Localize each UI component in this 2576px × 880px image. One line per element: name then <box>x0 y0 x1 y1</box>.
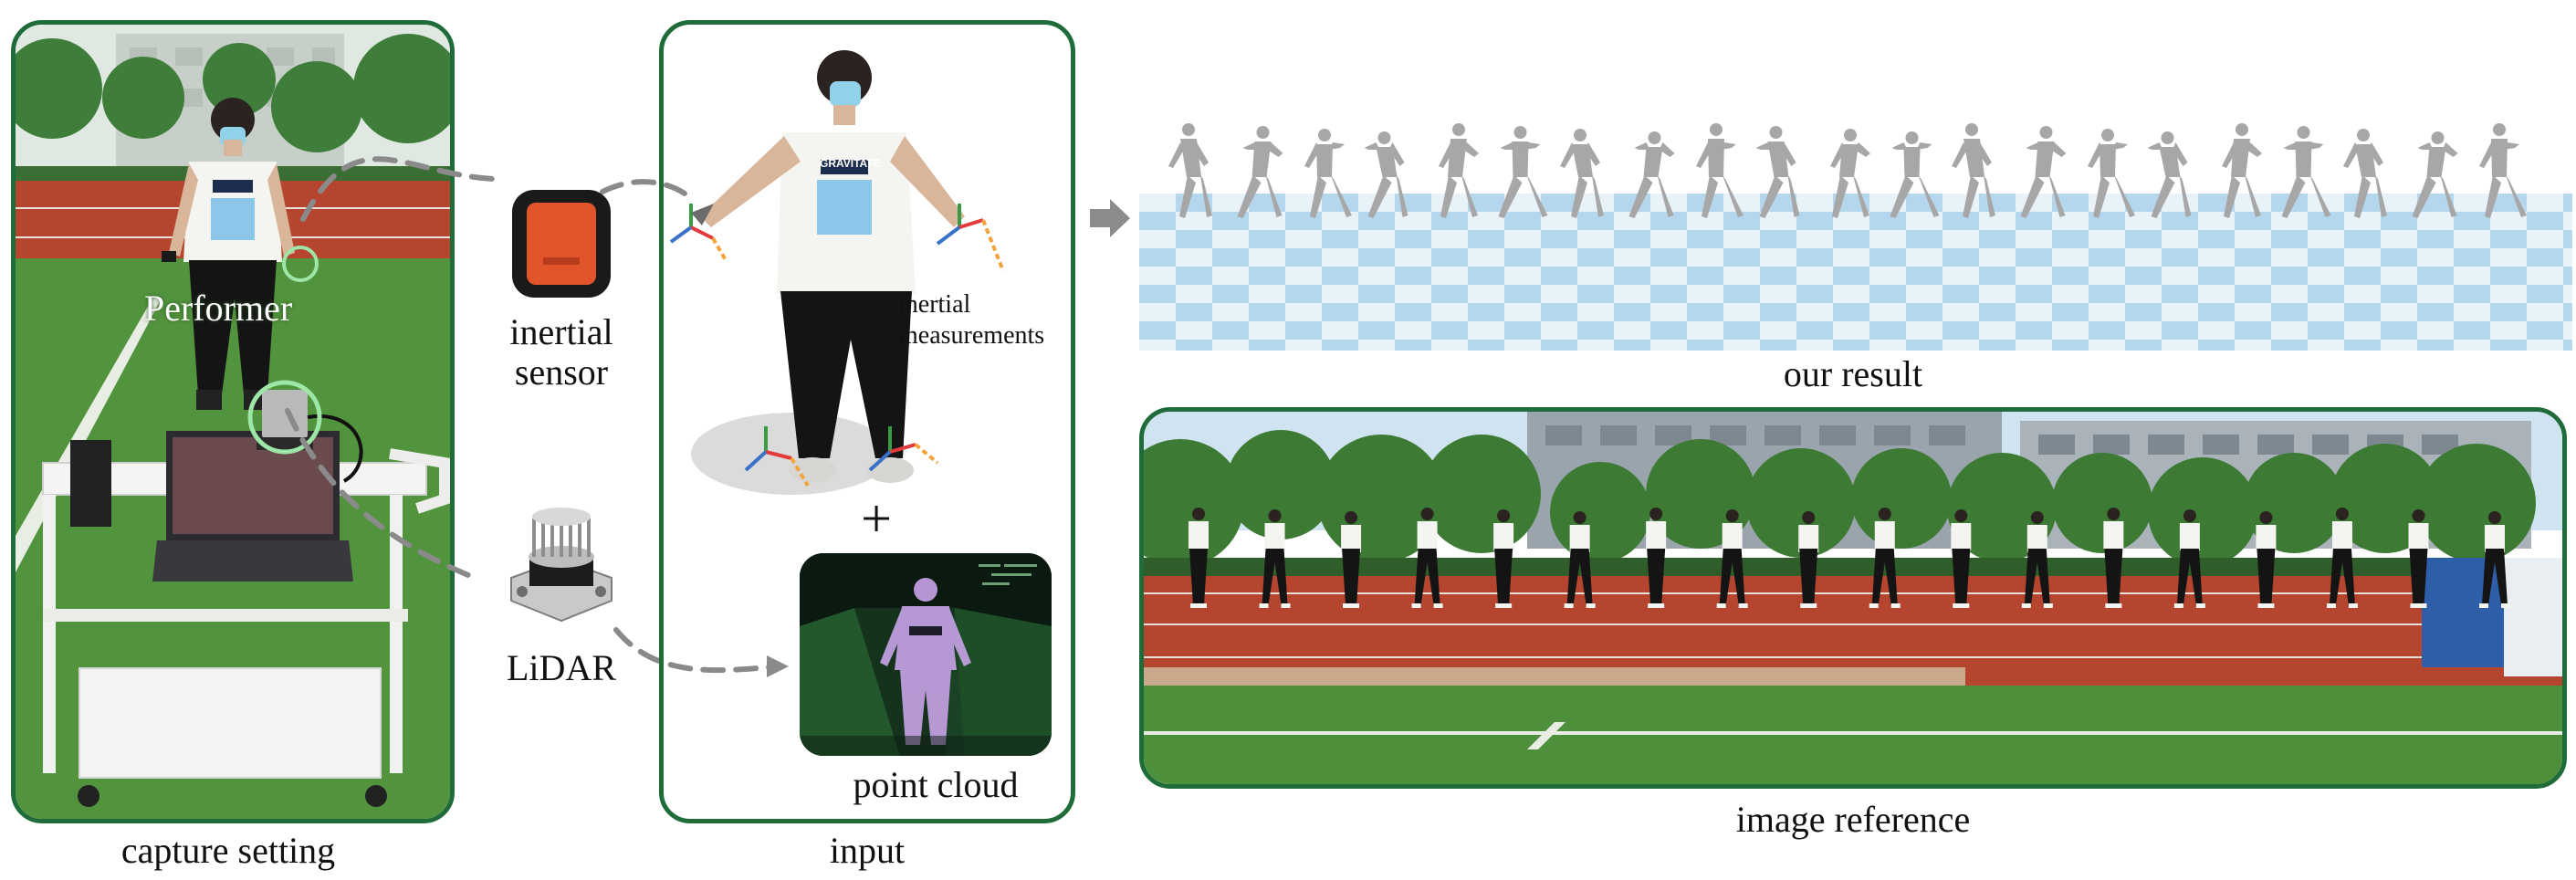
sensor-to-input-line <box>600 179 696 204</box>
reference-person <box>2256 511 2277 608</box>
reference-person <box>2173 509 2205 608</box>
reference-person <box>2103 508 2124 608</box>
reference-person <box>2479 511 2510 608</box>
result-mesh-figure <box>2088 129 2135 218</box>
inertial-measurements-label-line1: inertial <box>898 290 971 319</box>
result-mesh-figure <box>2412 131 2458 218</box>
imu-axes-right-ankle <box>868 426 939 472</box>
lidar-highlight <box>247 380 322 455</box>
reference-person <box>1869 508 1901 608</box>
result-mesh-figure <box>1890 131 1940 218</box>
result-mesh-figure <box>1560 129 1604 218</box>
capture-setting-panel <box>11 20 455 823</box>
inertial-sensor-label-line1: inertial <box>509 311 613 352</box>
result-mesh-figure <box>1755 126 1800 218</box>
reference-person <box>1411 508 1443 608</box>
sensor-link-line <box>300 156 496 222</box>
point-cloud-image <box>800 553 1052 756</box>
imu-axes-left-ankle <box>744 426 810 487</box>
reference-people-group <box>1189 508 2510 608</box>
reference-person <box>1493 509 1514 608</box>
result-mesh-figure <box>1830 129 1870 218</box>
plus-sign: + <box>861 488 892 549</box>
result-mesh-figure <box>2343 129 2387 218</box>
result-mesh-figure <box>1364 131 1408 218</box>
imu-axes-left-wrist <box>669 204 728 262</box>
wrist-sensor-highlight <box>282 246 319 282</box>
lidar-link-line <box>285 408 477 581</box>
reference-person <box>1646 508 1667 608</box>
result-mesh-figure <box>1237 126 1283 218</box>
inertial-measurements-label-line2: measurements <box>898 321 1045 350</box>
capture-setting-caption: capture setting <box>120 830 336 871</box>
result-mesh-figure <box>1628 131 1675 218</box>
result-mesh-figure <box>2020 126 2067 218</box>
result-mesh-figure <box>1498 126 1548 218</box>
reference-person <box>2021 511 2053 608</box>
lidar-to-input-line <box>613 627 783 674</box>
result-mesh-figure <box>1168 123 1212 218</box>
inertial-sensor-label-line2: sensor <box>514 351 609 393</box>
result-figure-group <box>1168 123 2527 218</box>
point-cloud-label: point cloud <box>853 764 1019 805</box>
result-render <box>1139 102 2572 351</box>
result-mesh-figure <box>2147 131 2192 218</box>
reference-person <box>2326 508 2358 608</box>
reference-person <box>1189 508 1209 608</box>
input-panel <box>659 20 1075 823</box>
capture-setting-photo <box>16 25 450 819</box>
lidar-icon <box>510 508 613 623</box>
result-mesh-figure <box>2222 123 2262 218</box>
result-mesh-figure <box>1952 123 1995 218</box>
our-result-caption: our result <box>1783 353 1923 394</box>
input-illustration <box>669 50 1005 495</box>
result-mesh-figure <box>1696 123 1744 218</box>
image-reference-photo <box>1144 412 2562 784</box>
performer-figure <box>162 98 295 410</box>
inertial-sensor-icon <box>512 190 611 298</box>
image-reference-panel <box>1139 407 2567 789</box>
result-mesh-figure <box>1304 129 1352 218</box>
input-performer-figure <box>700 50 965 483</box>
image-reference-caption: image reference <box>1735 799 1971 840</box>
reference-person <box>1259 509 1291 608</box>
reference-person <box>2408 509 2429 608</box>
performer-label: Performer <box>144 288 293 329</box>
result-mesh-figure <box>1439 123 1479 218</box>
reference-person <box>1341 511 1362 608</box>
shirt-text: GRAVITATE <box>820 157 881 170</box>
reference-person <box>1798 511 1819 608</box>
result-mesh-figure <box>2281 126 2331 218</box>
reference-person <box>1716 509 1748 608</box>
imu-axes-right-wrist <box>936 204 1005 272</box>
lidar-label: LiDAR <box>507 647 616 688</box>
reference-person <box>1564 511 1596 608</box>
result-mesh-figure <box>2479 123 2527 218</box>
arrow-to-result <box>1090 199 1130 237</box>
input-caption: input <box>829 830 906 871</box>
reference-person <box>1951 509 1972 608</box>
